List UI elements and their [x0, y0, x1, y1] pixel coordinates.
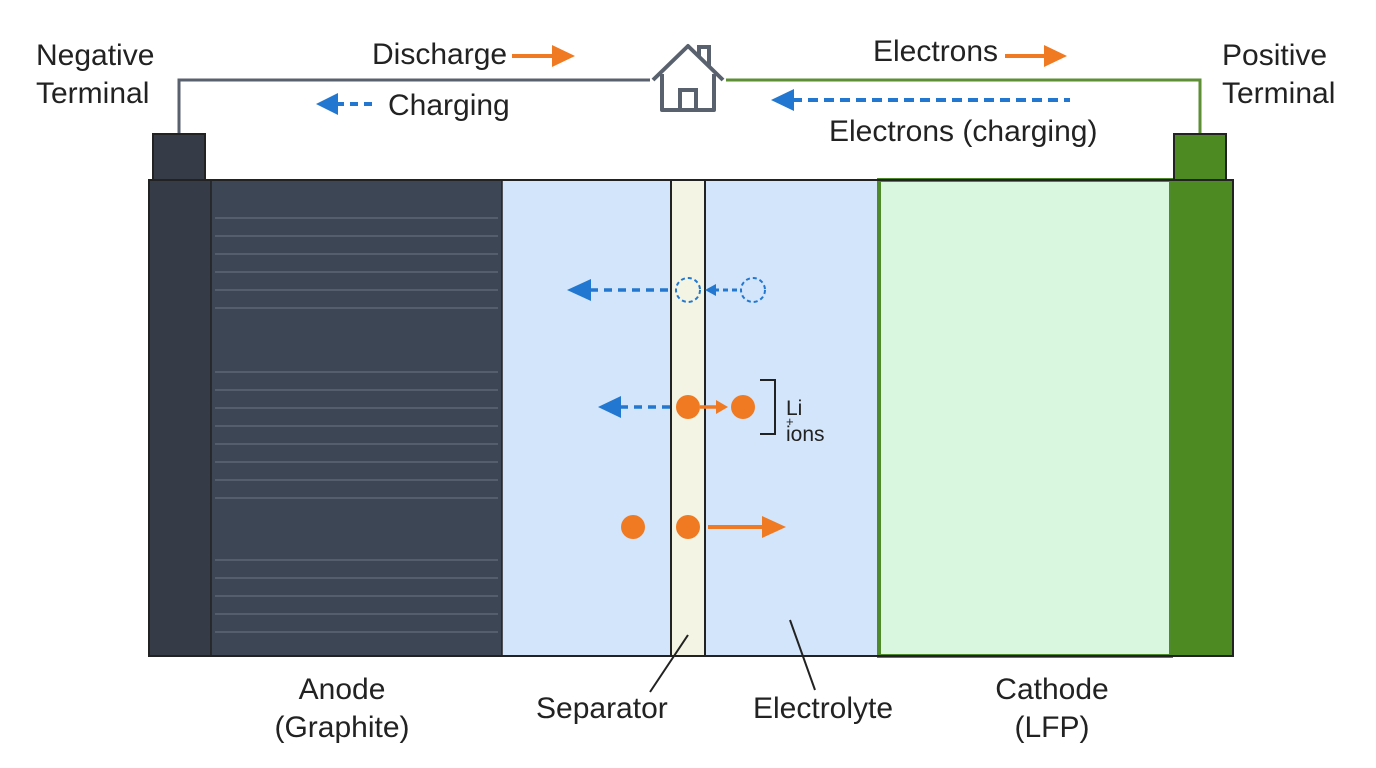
discharge-label: Discharge: [372, 38, 508, 71]
anode-current-collector: [149, 180, 211, 656]
house-icon: [651, 44, 725, 112]
charging-arrow: [316, 93, 378, 115]
electrons-label: Electrons: [873, 35, 999, 68]
ion-vacancy: [740, 277, 766, 303]
lithium-ion: [731, 395, 755, 419]
separator-label: Separator: [536, 692, 668, 725]
positive-wire: [726, 78, 1202, 134]
ion-vacancy: [675, 277, 701, 303]
discharge-arrow: [512, 45, 575, 67]
electrolyte-leader: [789, 619, 816, 691]
electrons-charging-label: Electrons (charging): [829, 115, 1098, 148]
cell-outline: [148, 179, 1234, 657]
anode: [211, 180, 502, 656]
lithium-ion: [676, 515, 700, 539]
anode-label: Anode (Graphite): [274, 673, 410, 744]
anode-graphite-layers: [215, 217, 498, 633]
positive-terminal-label: Positive Terminal: [1222, 39, 1336, 110]
lithium-ion: [676, 395, 700, 419]
positive-terminal-post: [1173, 133, 1227, 181]
cathode-label: Cathode (LFP): [995, 673, 1109, 744]
li-ions-label: Li+ ions: [786, 397, 825, 446]
cathode: [877, 178, 1173, 658]
ion-row-charging: [567, 277, 766, 303]
li-ions-bracket: [760, 379, 776, 435]
negative-terminal-post: [152, 133, 206, 181]
cathode-current-collector: [1171, 180, 1233, 656]
negative-wire: [177, 78, 650, 134]
electrons-charging-arrow: [771, 89, 1070, 111]
ion-row-discharge: [621, 515, 786, 539]
ion-row-mixed: [598, 379, 776, 435]
lithium-ion: [621, 515, 645, 539]
electrolyte-label: Electrolyte: [753, 692, 894, 725]
charging-label: Charging: [388, 89, 510, 122]
separator-leader: [649, 634, 689, 693]
negative-terminal-label: Negative Terminal: [36, 39, 155, 110]
electrons-arrow: [1005, 45, 1067, 67]
